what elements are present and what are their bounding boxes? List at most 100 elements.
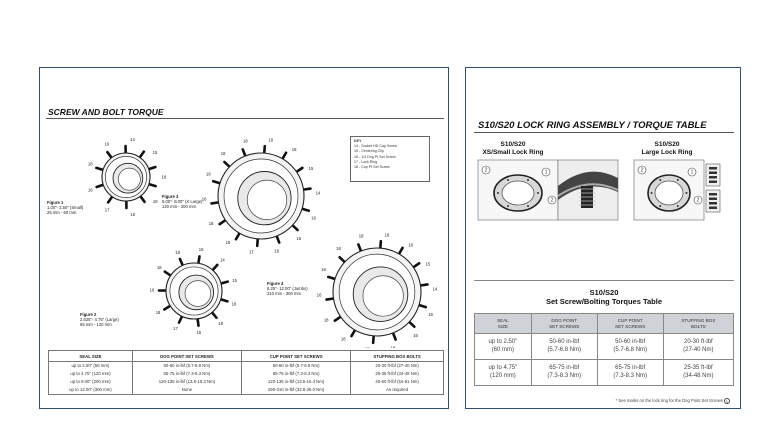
callout-number: 14: [316, 190, 321, 195]
callout-1-icon: 1: [724, 398, 730, 404]
callout-number: 17: [173, 326, 178, 331]
table-row: up to 4.75" (120 mm) 65-75 in-lbf (7.3-8…: [48, 369, 444, 378]
column-header: STUFFING BOX BOLTS: [350, 350, 444, 362]
figure-3-label: Figure 3 5.00"- 8.00" (X Large) 120 mm -…: [162, 194, 203, 210]
column-header: CUP POINT SET SCREWS: [241, 350, 352, 362]
table-cell: 120-135 in-lbf (13.6-15.3 Nm): [241, 377, 352, 387]
callout-number: 18: [218, 321, 223, 326]
callout-number: 14: [433, 286, 438, 291]
callout-number: 18: [428, 312, 433, 317]
table-cell: 290-310 in-lbf (32.8-35.0 Nm): [241, 386, 352, 395]
screw-bolt-torque-page: SCREW AND BOLT TORQUE 14 15 18 18 18 17 16 18 16…: [39, 67, 449, 409]
table-cell: 50-60 in-lbf (5.7-6.8 Nm): [241, 361, 352, 370]
table-cell: 50-60 in-lbf(5.7-6.8 Nm): [530, 333, 598, 360]
set-screw-thumbnail: [705, 163, 721, 187]
column-header: SEAL SIZE: [48, 350, 133, 362]
table-cell: 65-75 in-lbf (7.3-8.3 Nm): [241, 369, 352, 378]
callout-number: 18: [274, 248, 279, 253]
callout-number: 16: [202, 197, 207, 202]
column-header: DOG POINT SET SCREWS: [131, 350, 243, 362]
callout-number: 16: [297, 236, 302, 241]
set-screw-thumbnail: [705, 189, 721, 213]
callout-number: 18: [88, 162, 93, 167]
small-lock-ring-image: 2 1 2: [477, 159, 559, 221]
page-title: S10/S20 LOCK RING ASSEMBLY / TORQUE TABL…: [478, 120, 707, 131]
figure-2-label: Figure 2 2.625"- 4.75" (Large) 65 mm - 1…: [80, 312, 119, 328]
key-item: 18 - Cup Pt Set Screw: [354, 165, 390, 170]
callout-number: 15: [309, 166, 314, 171]
callout-number: 18: [156, 310, 161, 315]
callout-number: 16: [88, 188, 93, 193]
table-cell: up to 8.00" (200 mm): [48, 377, 133, 387]
callout-number: 2: [697, 198, 700, 204]
key-legend: KEY 14 - Socket HD Cap Screw 15 - Center…: [350, 136, 430, 182]
table-row: up to 2.50" (60 mm) 50-60 in-lbf (5.7-6.…: [48, 361, 444, 370]
table-cell: 65-75 in-lbf(7.3-8.3 Nm): [596, 359, 664, 386]
callout-number: 18: [341, 337, 346, 342]
table-cell: 65-75 in-lbf (7.3-8.3 Nm): [131, 369, 243, 378]
table-cell: 25-35 ft-lbf (34-48 Nm): [350, 369, 444, 378]
callout-number: 18: [336, 246, 341, 251]
callout-number: 2: [641, 168, 644, 174]
table-cell: As required: [350, 386, 444, 395]
callout-number: 15: [153, 150, 158, 155]
callout-number: 17: [249, 250, 254, 255]
table-row: up to 2.50"(60 mm) 50-60 in-lbf(5.7-6.8 …: [474, 333, 735, 360]
lock-ring-cutaway-image: [557, 159, 619, 221]
page-title: SCREW AND BOLT TORQUE: [48, 107, 164, 117]
table-cell: up to 2.50" (60 mm): [48, 361, 133, 370]
callout-number: 18: [199, 247, 204, 252]
table-cell: 65-75 in-lbf(7.3-8.3 Nm): [530, 359, 598, 386]
lock-ring-illustration: 2 1 2 2 1 2: [477, 159, 721, 221]
large-lock-ring-heading: S10/S20 Large Lock Ring: [641, 141, 693, 156]
table-cell: 40-60 ft-lbf (54-81 Nm): [350, 377, 444, 387]
figure-4-label: Figure 4 8.25"- 12.00" (Jumbo) 210 mm - …: [267, 281, 308, 297]
callout-number: 18: [292, 147, 297, 152]
torque-table-title: S10/S20 Set Screw/Bolting Torques Table: [546, 288, 662, 306]
callout-number: 18: [321, 267, 326, 272]
table-cell: None: [131, 386, 243, 395]
callout-number: 18: [408, 242, 413, 247]
callout-number: 18: [130, 212, 135, 217]
callout-number: 18: [391, 345, 396, 348]
callout-number: 18: [206, 172, 211, 177]
callout-number: 16: [413, 333, 418, 338]
callout-number: 18: [324, 317, 329, 322]
callout-number: 18: [268, 137, 273, 142]
footnote: * See marks on the lock ring for the Dog…: [615, 398, 730, 404]
lock-ring-assembly-page: S10/S20 LOCK RING ASSEMBLY / TORQUE TABL…: [465, 67, 741, 409]
table-row: up to 4.75"(120 mm) 65-75 in-lbf(7.3-8.3…: [474, 359, 735, 386]
seal-figures-illustration: 14 15 18 18 18 17 16 18 16 18 14 15 18 18 16 17 18 16 18 18…: [88, 137, 438, 348]
callout-number: 18: [162, 174, 167, 179]
table-row: up to 8.00" (200 mm) 120-135 in-lbf (13.…: [48, 377, 444, 387]
title-rule: [46, 118, 444, 119]
table-cell: 120-135 in-lbf (13.6-15.3 Nm): [131, 377, 243, 387]
table-cell: up to 4.75"(120 mm): [474, 359, 532, 386]
callout-number: 1: [691, 170, 694, 176]
callout-number: 17: [365, 347, 370, 348]
key-item: 14 - Socket HD Cap Screw: [354, 144, 397, 149]
callout-number: 16: [105, 142, 110, 147]
table-cell: 20-30 ft-lbf(27-40 Nm): [662, 333, 735, 360]
callout-number: 16: [196, 330, 201, 335]
large-lock-ring-image: 2 1 2: [633, 159, 705, 221]
table-cell: up to 2.50"(60 mm): [474, 333, 532, 360]
callout-number: 18: [232, 301, 237, 306]
callout-number: 2: [551, 198, 554, 204]
torque-table: SEAL SIZE DOG POINT SET SCREWS CUP POINT…: [48, 350, 444, 395]
section-rule: [474, 280, 734, 281]
figure-1-label: Figure 1 1.00"- 2.50" (Small) 25 mm - 60…: [47, 200, 84, 216]
table-cell: up to 12.00" (300 mm): [48, 386, 133, 395]
key-heading: KEY: [354, 139, 362, 143]
callout-number: 2: [485, 168, 488, 174]
callout-number: 1: [545, 170, 548, 176]
small-lock-ring-heading: S10/S20 XS/Small Lock Ring: [482, 141, 544, 156]
table-cell: 20-30 ft-lbf (27-40 Nm): [350, 361, 444, 370]
callout-number: 18: [221, 151, 226, 156]
